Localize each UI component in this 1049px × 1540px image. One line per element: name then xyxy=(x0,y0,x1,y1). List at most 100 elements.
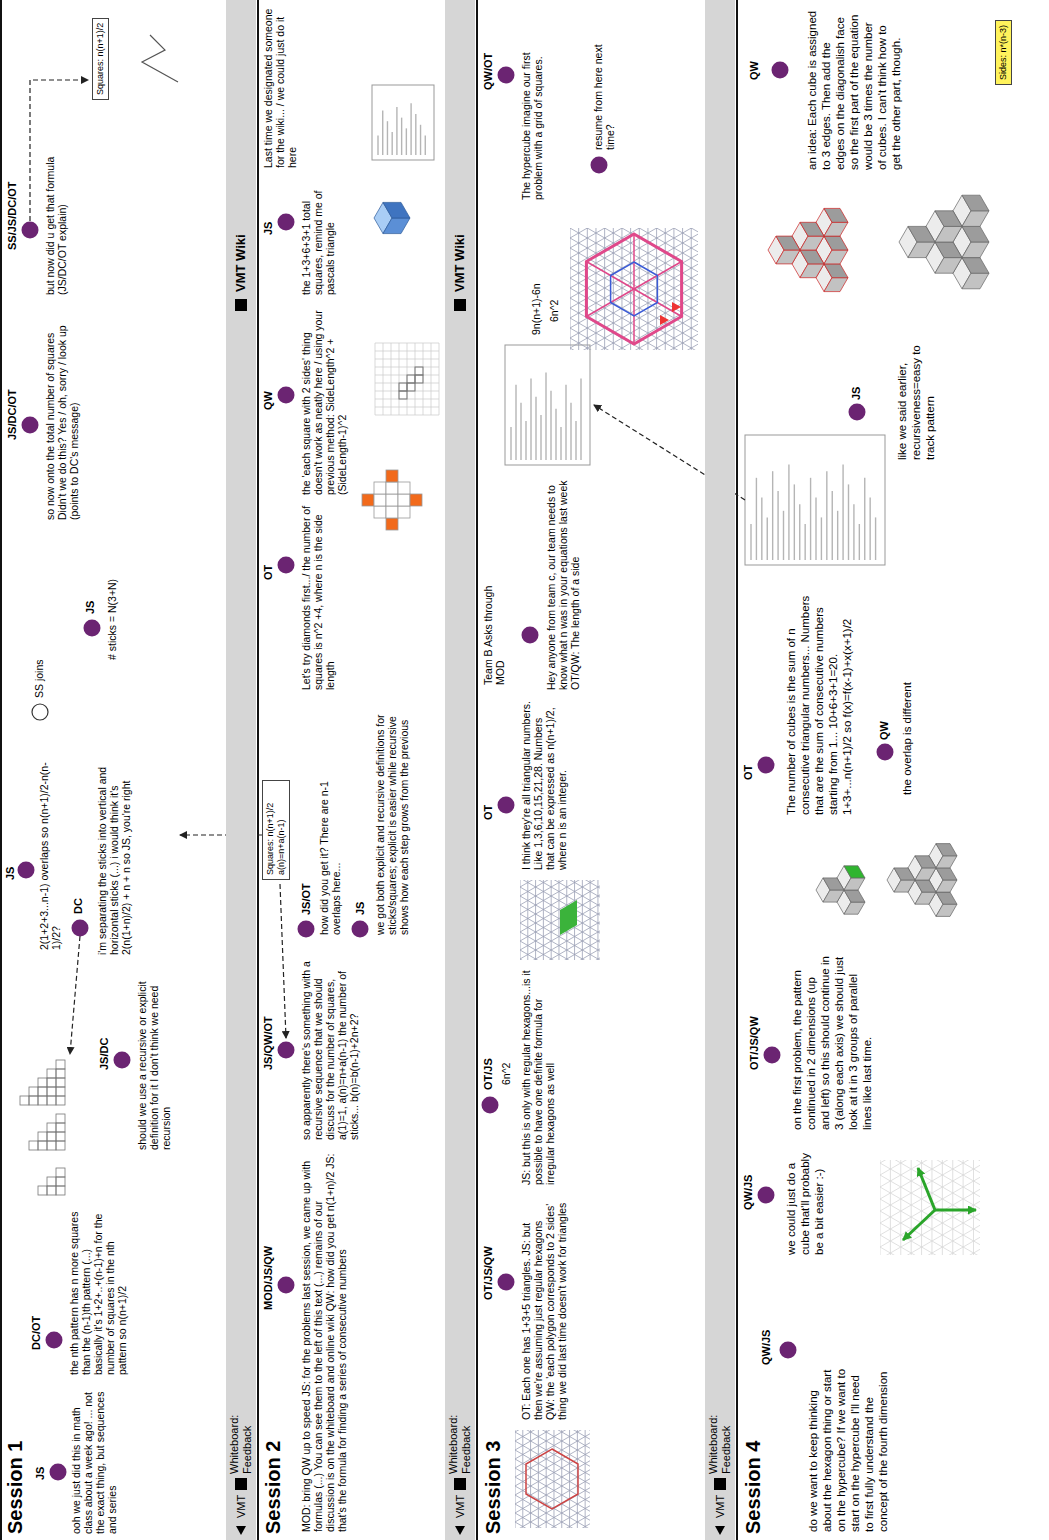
stick-pattern xyxy=(47,1186,56,1195)
box-text-holder: Squares: n(n+1)/2 xyxy=(95,23,106,95)
participant-name: JS xyxy=(262,222,275,235)
wiki-label: VMT Wiki xyxy=(452,234,467,292)
posting-dot xyxy=(278,214,295,231)
cube-face xyxy=(935,211,962,227)
grid-line xyxy=(520,880,600,906)
wiki-text-line xyxy=(788,465,789,560)
participant-name: JS/QW/OT xyxy=(262,1016,275,1070)
chat-posting: ooh we just did this in math class about… xyxy=(70,1384,118,1534)
wiki-text-line xyxy=(520,403,521,460)
cube-face xyxy=(936,844,957,856)
grid-square xyxy=(415,375,423,383)
formula-text: Squares: n(n+1)/2 a(n)=n+a(n-1) xyxy=(265,785,287,875)
chat-posting: so now onto the total number of squares … xyxy=(44,320,80,520)
posting-dot xyxy=(772,62,789,79)
cube-face xyxy=(823,878,844,890)
grid-line xyxy=(570,228,698,232)
participant-name: JS xyxy=(4,867,17,880)
leader-arrow xyxy=(280,884,286,1038)
wiki-text-line xyxy=(848,484,849,560)
stick-pattern xyxy=(56,1186,65,1195)
diamond-square xyxy=(386,506,398,518)
wiki-text-line xyxy=(783,511,784,560)
stick-pattern xyxy=(56,1177,65,1186)
grid-line xyxy=(582,880,583,960)
grid-line xyxy=(520,880,600,888)
participant-name: OT/JS/QW xyxy=(748,1016,761,1070)
band-label: Whiteboard: Feedback xyxy=(707,1406,733,1474)
cube-face xyxy=(844,866,865,878)
formula-box: Sides: n*(n-3) xyxy=(995,20,1012,85)
wiki-text-line xyxy=(396,107,397,155)
wiki-text-line xyxy=(420,125,421,155)
participant-name: OT xyxy=(262,565,275,580)
wiki-text-line xyxy=(864,478,865,560)
session-divider xyxy=(0,0,2,1540)
wiki-text-line xyxy=(869,498,870,560)
stick-pattern xyxy=(38,1096,47,1105)
chat-posting: an idea: Each cube is assigned to 3 edge… xyxy=(805,10,903,170)
grid-line xyxy=(399,343,400,415)
leader-arrow xyxy=(30,80,88,221)
cube-face xyxy=(800,222,824,236)
cube-face xyxy=(800,236,824,250)
posting-dot xyxy=(46,1332,63,1349)
wiki-text-line xyxy=(750,524,751,560)
grid-line xyxy=(604,228,605,350)
cube-face xyxy=(935,258,962,274)
grid-line xyxy=(538,1430,539,1528)
wiki-text-line xyxy=(410,103,411,155)
join-dot xyxy=(32,704,48,720)
grid-line xyxy=(673,228,674,350)
diamond-square xyxy=(398,506,410,518)
diamond-square xyxy=(386,470,398,482)
grid-square xyxy=(407,375,415,383)
wiki-text-line xyxy=(832,491,833,560)
triangle-grid xyxy=(520,880,600,960)
stick-pattern xyxy=(38,1186,47,1195)
chat-posting: the 'each square with 2 sides' thing doe… xyxy=(300,305,348,495)
participant-name: QW/OT xyxy=(482,53,495,90)
cube-face xyxy=(962,226,989,242)
participant-name: JS xyxy=(354,902,367,915)
wiki-text-line xyxy=(565,385,566,460)
chat-posting: 6n^2 xyxy=(548,300,560,322)
participant-name: JS xyxy=(84,601,97,614)
cube-face xyxy=(936,892,957,904)
cube-face xyxy=(936,856,957,868)
wiki-text-line xyxy=(853,504,854,560)
stick-pattern xyxy=(56,1141,65,1150)
stick-pattern xyxy=(56,1096,65,1105)
wiki-text-line xyxy=(510,427,511,460)
chat-posting: 6n^2 xyxy=(500,1063,512,1085)
participant-name: QW xyxy=(748,61,761,80)
cube-face xyxy=(824,222,848,236)
posting-dot xyxy=(877,744,894,761)
stick-pattern xyxy=(56,1168,65,1177)
hexagon-outline xyxy=(586,234,681,344)
cube-face xyxy=(800,264,824,278)
cube-face xyxy=(935,242,962,258)
cube-face xyxy=(962,211,989,227)
square-icon xyxy=(235,299,247,311)
stick-pattern xyxy=(56,1060,65,1069)
session-heading: Session 4 xyxy=(742,1441,764,1534)
grid-line xyxy=(880,1175,980,1233)
cube-face xyxy=(908,226,935,242)
wiki-label: VMT Wiki xyxy=(233,234,248,292)
chat-posting: i'm separating the sticks into vertical … xyxy=(96,735,132,955)
wiki-text-line xyxy=(535,397,536,460)
session-divider xyxy=(736,0,738,1540)
cube-face xyxy=(824,264,848,278)
grid-line xyxy=(515,1430,590,1457)
wiki-text-line xyxy=(550,391,551,460)
posting-dot xyxy=(278,557,295,574)
axis-arrow xyxy=(903,1210,935,1240)
grid-line xyxy=(665,228,666,350)
posting-dot xyxy=(498,797,515,814)
stick-pattern xyxy=(56,1114,65,1123)
stick-pattern xyxy=(29,1087,38,1096)
diamond-square xyxy=(374,494,386,506)
cube-face xyxy=(824,250,848,264)
diamond-square xyxy=(362,494,374,506)
